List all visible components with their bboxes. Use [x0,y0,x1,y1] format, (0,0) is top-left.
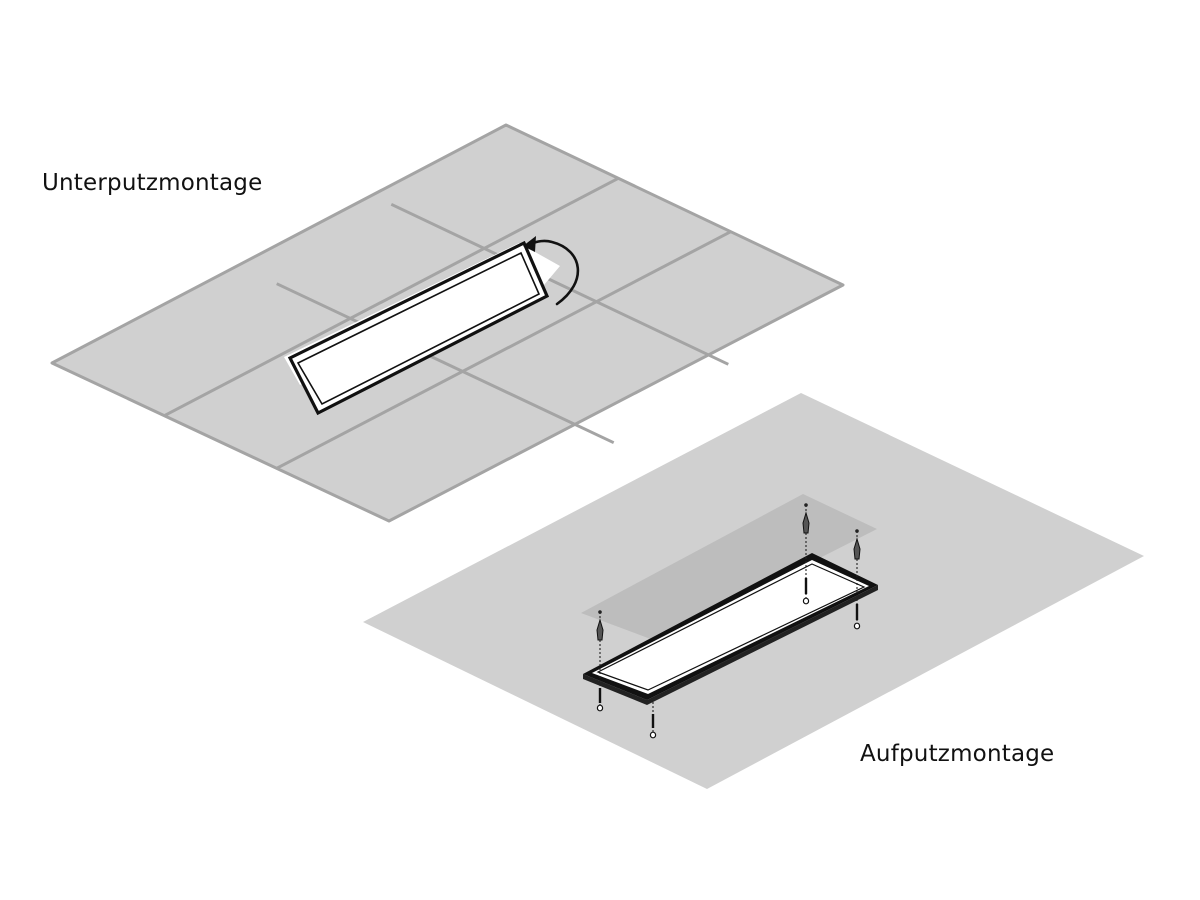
led-panel-frame-icon [583,553,878,705]
rotation-arrow-icon [523,236,580,306]
led-panel-icon [287,240,550,416]
screw-anchor-icon [596,610,604,712]
mounting-footprint [581,494,877,641]
surface-mount-label: Aufputzmontage [860,741,1055,767]
flush-mount-illustration [50,123,845,523]
surface-mount-illustration [363,393,1144,789]
screw-anchor-icon [853,529,861,630]
screw-anchor-icon [649,702,657,739]
flush-mount-label: Unterputzmontage [42,170,263,196]
screw-anchor-icon [802,503,810,605]
fasteners [596,503,861,739]
